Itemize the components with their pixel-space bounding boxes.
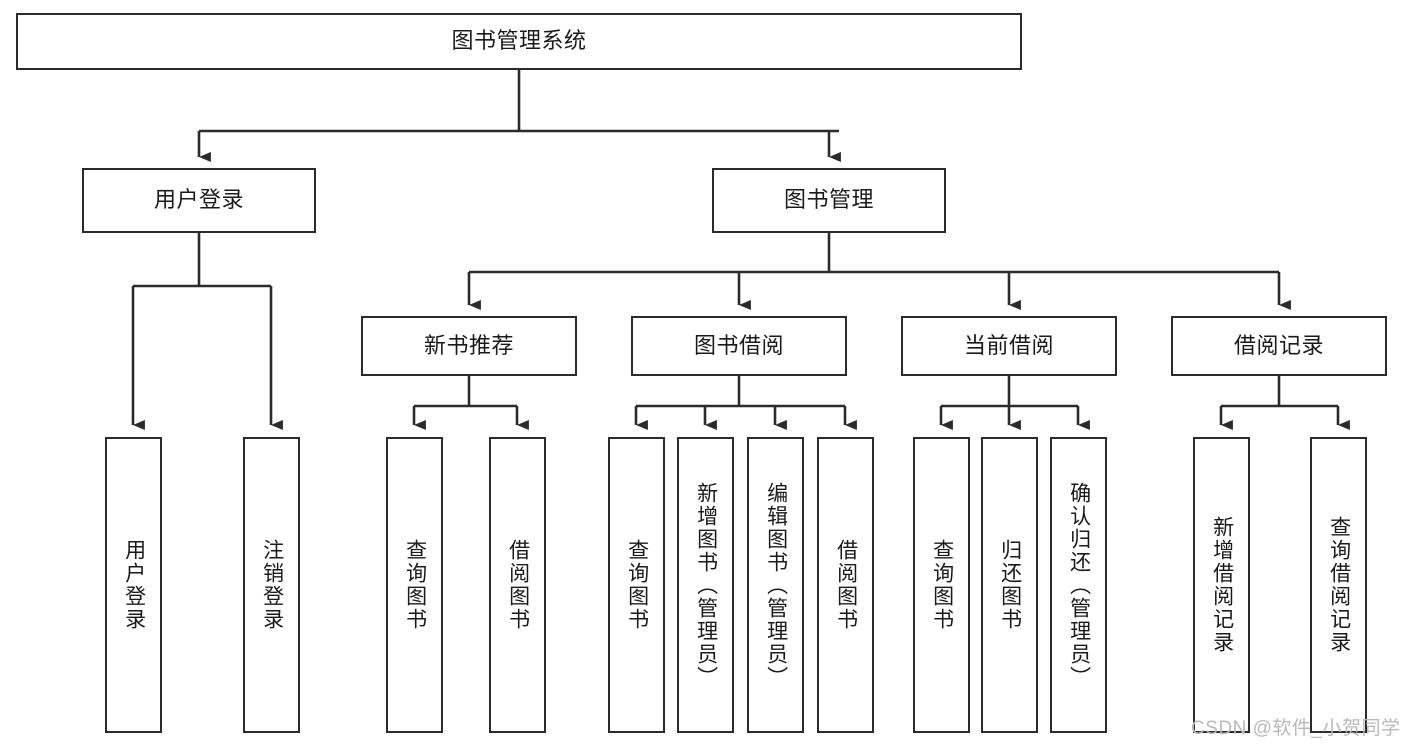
leaf-user-login-login[interactable]: 用户登录 <box>105 437 162 733</box>
node-label: 新增图书（管理员） <box>694 481 718 689</box>
node-label: 用户登录 <box>122 539 146 631</box>
node-label: 确认归还（管理员） <box>1067 481 1091 689</box>
leaf-record-query-borrow-record[interactable]: 查询借阅记录 <box>1310 437 1367 733</box>
leaf-current-return-books[interactable]: 归还图书 <box>981 437 1038 733</box>
leaf-borrow-borrow-books[interactable]: 借阅图书 <box>817 437 874 733</box>
node-label: 新增借阅记录 <box>1210 516 1234 654</box>
node-label: 注销登录 <box>260 539 284 631</box>
leaf-record-add-borrow-record[interactable]: 新增借阅记录 <box>1193 437 1250 733</box>
node-book-borrowing[interactable]: 图书借阅 <box>631 316 847 376</box>
leaf-user-login-logout[interactable]: 注销登录 <box>243 437 300 733</box>
leaf-current-query-books[interactable]: 查询图书 <box>913 437 970 733</box>
node-user-login[interactable]: 用户登录 <box>82 168 316 233</box>
node-label: 查询图书 <box>403 539 427 631</box>
node-label: 图书借阅 <box>693 332 784 358</box>
leaf-borrow-add-book-admin[interactable]: 新增图书（管理员） <box>677 437 734 733</box>
node-label: 借阅图书 <box>834 539 858 631</box>
leaf-borrow-edit-book-admin[interactable]: 编辑图书（管理员） <box>747 437 804 733</box>
node-label: 当前借阅 <box>963 332 1054 358</box>
leaf-borrow-query-books[interactable]: 查询图书 <box>608 437 665 733</box>
node-label: 图书管理系统 <box>451 28 587 54</box>
node-root-book-management-system[interactable]: 图书管理系统 <box>16 13 1022 70</box>
node-label: 用户登录 <box>153 187 244 213</box>
node-label: 图书管理 <box>783 187 874 213</box>
leaf-new-book-borrow-books[interactable]: 借阅图书 <box>489 437 546 733</box>
node-label: 编辑图书（管理员） <box>764 481 788 689</box>
node-book-management[interactable]: 图书管理 <box>712 168 946 233</box>
node-label: 查询图书 <box>930 539 954 631</box>
node-label: 新书推荐 <box>423 332 514 358</box>
node-label: 借阅图书 <box>506 539 530 631</box>
node-borrowing-record[interactable]: 借阅记录 <box>1171 316 1387 376</box>
node-new-book-recommendation[interactable]: 新书推荐 <box>361 316 577 376</box>
node-current-borrowing[interactable]: 当前借阅 <box>901 316 1117 376</box>
node-label: 查询图书 <box>625 539 649 631</box>
node-label: 查询借阅记录 <box>1327 516 1351 654</box>
leaf-current-confirm-return-admin[interactable]: 确认归还（管理员） <box>1050 437 1107 733</box>
csdn-watermark: CSDN @软件_小贺同学 <box>1191 718 1401 739</box>
node-label: 归还图书 <box>998 539 1022 631</box>
node-label: 借阅记录 <box>1233 332 1324 358</box>
leaf-new-book-query-books[interactable]: 查询图书 <box>386 437 443 733</box>
